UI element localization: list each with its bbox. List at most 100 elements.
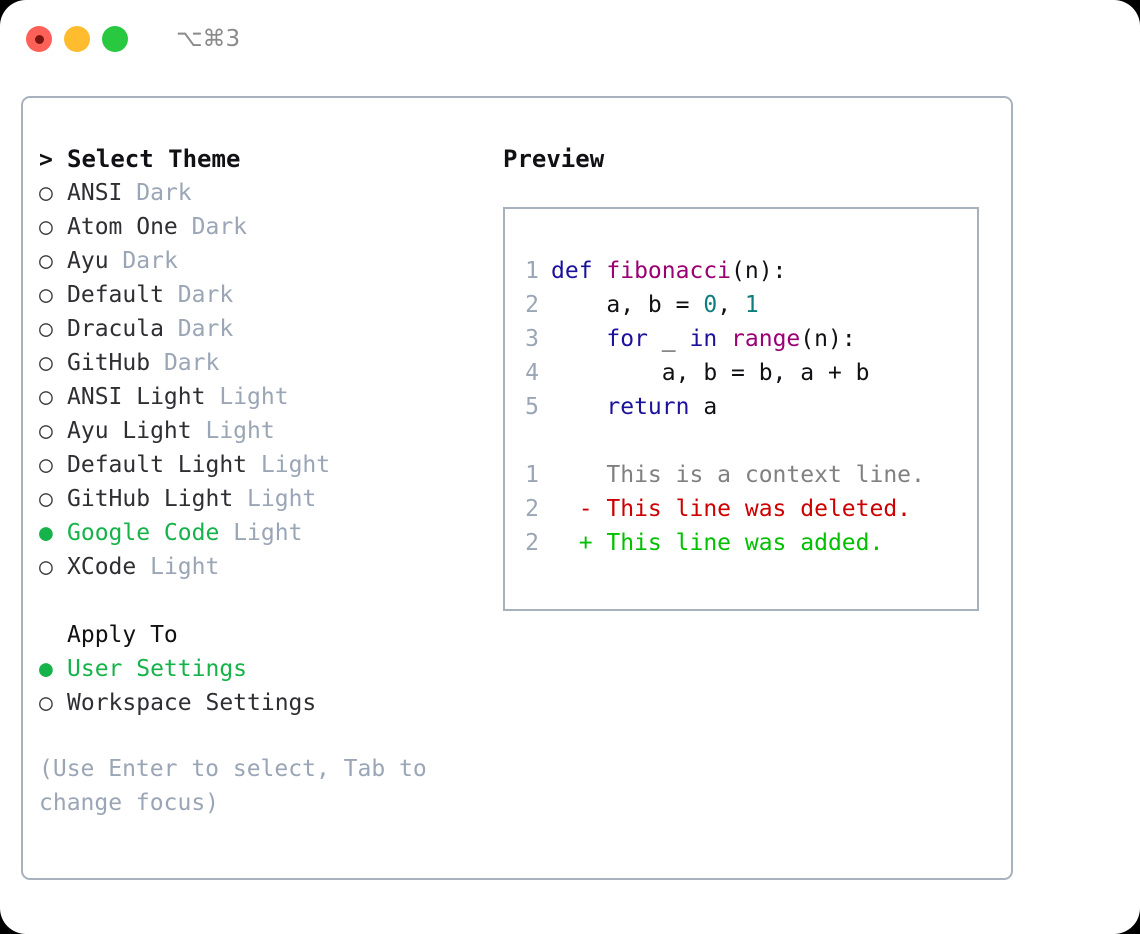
code-token: a, b = b, a + b bbox=[551, 360, 870, 386]
theme-kind-label: Light bbox=[205, 418, 275, 444]
line-number: 2 bbox=[525, 496, 539, 522]
diff-line: 2 - This line was deleted. bbox=[519, 492, 925, 526]
theme-name-label: ANSI bbox=[67, 180, 123, 206]
theme-kind-label: Dark bbox=[122, 248, 178, 274]
code-line: 5 return a bbox=[519, 390, 925, 424]
line-number: 4 bbox=[525, 360, 539, 386]
apply-to-option[interactable]: ○ Workspace Settings bbox=[39, 686, 489, 720]
radio-selected-icon[interactable]: ● bbox=[39, 656, 53, 682]
apply-to-option[interactable]: ● User Settings bbox=[39, 652, 489, 686]
apply-to-header-row: Apply To bbox=[39, 618, 489, 652]
theme-list-item[interactable]: ○Default Light Light bbox=[39, 448, 489, 482]
theme-list-item[interactable]: ○GitHub Dark bbox=[39, 346, 489, 380]
line-number: 1 bbox=[525, 258, 539, 284]
radio-selected-icon[interactable]: ● bbox=[39, 520, 53, 546]
apply-to-option-label: Workspace Settings bbox=[67, 690, 317, 716]
radio-unselected-icon[interactable]: ○ bbox=[39, 248, 53, 274]
spacer bbox=[136, 550, 150, 584]
diff-line: 2 + This line was added. bbox=[519, 526, 925, 560]
code-token: _ bbox=[647, 326, 690, 352]
theme-name-label: Default bbox=[67, 282, 164, 308]
apply-to-option-label: User Settings bbox=[67, 656, 248, 682]
radio-unselected-icon[interactable]: ○ bbox=[39, 690, 53, 716]
diff-text: This line was added. bbox=[592, 530, 884, 556]
apply-to-title: Apply To bbox=[67, 622, 178, 648]
code-token: def bbox=[551, 258, 607, 284]
theme-name-label: XCode bbox=[67, 554, 137, 580]
radio-unselected-icon[interactable]: ○ bbox=[39, 316, 53, 342]
theme-kind-label: Dark bbox=[191, 214, 248, 240]
code-token: 1 bbox=[744, 292, 759, 318]
traffic-light-group bbox=[26, 26, 128, 52]
diff-line: 1 This is a context line. bbox=[519, 458, 925, 492]
radio-unselected-icon[interactable]: ○ bbox=[39, 282, 53, 308]
code-token bbox=[551, 326, 606, 352]
apply-to-list: ● User Settings ○ Workspace Settings bbox=[39, 652, 489, 720]
theme-list: ○ANSI Dark○Atom One Dark○Ayu Dark○Defaul… bbox=[39, 176, 489, 584]
radio-unselected-icon[interactable]: ○ bbox=[39, 180, 53, 206]
theme-list-item[interactable]: ●Google Code Light bbox=[39, 516, 489, 550]
code-token: fibonacci bbox=[606, 258, 732, 284]
select-theme-title: Select Theme bbox=[67, 145, 241, 173]
theme-kind-label: Dark bbox=[177, 282, 234, 308]
line-number: 2 bbox=[525, 530, 539, 556]
theme-name-label: Dracula bbox=[67, 316, 164, 342]
code-token: a bbox=[689, 394, 718, 420]
spacer bbox=[205, 380, 219, 414]
theme-kind-label: Light bbox=[233, 520, 303, 546]
spacer bbox=[247, 448, 261, 482]
diff-sample-lines: 1 This is a context line.2 - This line w… bbox=[519, 458, 925, 560]
minimize-button[interactable] bbox=[64, 26, 90, 52]
theme-list-item[interactable]: ○ANSI Light Light bbox=[39, 380, 489, 414]
theme-list-item[interactable]: ○GitHub Light Light bbox=[39, 482, 489, 516]
code-token: range bbox=[731, 326, 801, 352]
maximize-button[interactable] bbox=[102, 26, 128, 52]
diff-text: This is a context line. bbox=[592, 462, 925, 488]
radio-unselected-icon[interactable]: ○ bbox=[39, 486, 53, 512]
caret-icon: > bbox=[39, 147, 53, 173]
radio-unselected-icon[interactable]: ○ bbox=[39, 350, 53, 376]
main-content-panel: > Select Theme ○ANSI Dark○Atom One Dark○… bbox=[21, 96, 1013, 880]
theme-kind-label: Light bbox=[260, 452, 331, 478]
keyboard-hint: (Use Enter to select, Tab to change focu… bbox=[39, 752, 459, 820]
theme-list-item[interactable]: ○Dracula Dark bbox=[39, 312, 489, 346]
radio-unselected-icon[interactable]: ○ bbox=[39, 554, 53, 580]
spacer bbox=[150, 346, 164, 380]
radio-unselected-icon[interactable]: ○ bbox=[39, 452, 53, 478]
radio-unselected-icon[interactable]: ○ bbox=[39, 214, 53, 240]
code-token: in bbox=[689, 326, 718, 352]
diff-sign: + bbox=[551, 530, 593, 556]
code-token: return bbox=[606, 394, 690, 420]
preview-title: Preview bbox=[503, 145, 605, 173]
theme-list-item[interactable]: ○Atom One Dark bbox=[39, 210, 489, 244]
theme-list-item[interactable]: ○ ANSI Dark bbox=[39, 176, 489, 210]
theme-list-item[interactable]: ○XCode Light bbox=[39, 550, 489, 584]
theme-list-item[interactable]: ○Ayu Light Light bbox=[39, 414, 489, 448]
theme-kind-label: Dark bbox=[136, 180, 192, 206]
diff-text: This line was deleted. bbox=[592, 496, 912, 522]
title-bar: ⌥⌘3 bbox=[0, 0, 1140, 78]
code-line: 4 a, b = b, a + b bbox=[519, 356, 925, 390]
code-token: a, b = bbox=[551, 292, 704, 318]
code-line: 1 def fibonacci(n): bbox=[519, 254, 925, 288]
close-button[interactable] bbox=[26, 26, 52, 52]
radio-unselected-icon[interactable]: ○ bbox=[39, 418, 53, 444]
code-token bbox=[551, 394, 606, 420]
spacer bbox=[178, 210, 192, 244]
theme-selector-column: > Select Theme ○ANSI Dark○Atom One Dark○… bbox=[39, 142, 489, 820]
radio-unselected-icon[interactable]: ○ bbox=[39, 384, 53, 410]
theme-kind-label: Dark bbox=[163, 350, 220, 376]
theme-list-item[interactable]: ○ Default Dark bbox=[39, 278, 489, 312]
code-token: for bbox=[606, 326, 648, 352]
code-token: (n): bbox=[731, 258, 787, 284]
diff-sign bbox=[551, 462, 593, 488]
spacer bbox=[109, 244, 123, 278]
theme-list-item[interactable]: ○Ayu Dark bbox=[39, 244, 489, 278]
spacer bbox=[192, 414, 206, 448]
code-token: (n): bbox=[800, 326, 856, 352]
theme-kind-label: Light bbox=[247, 486, 317, 512]
